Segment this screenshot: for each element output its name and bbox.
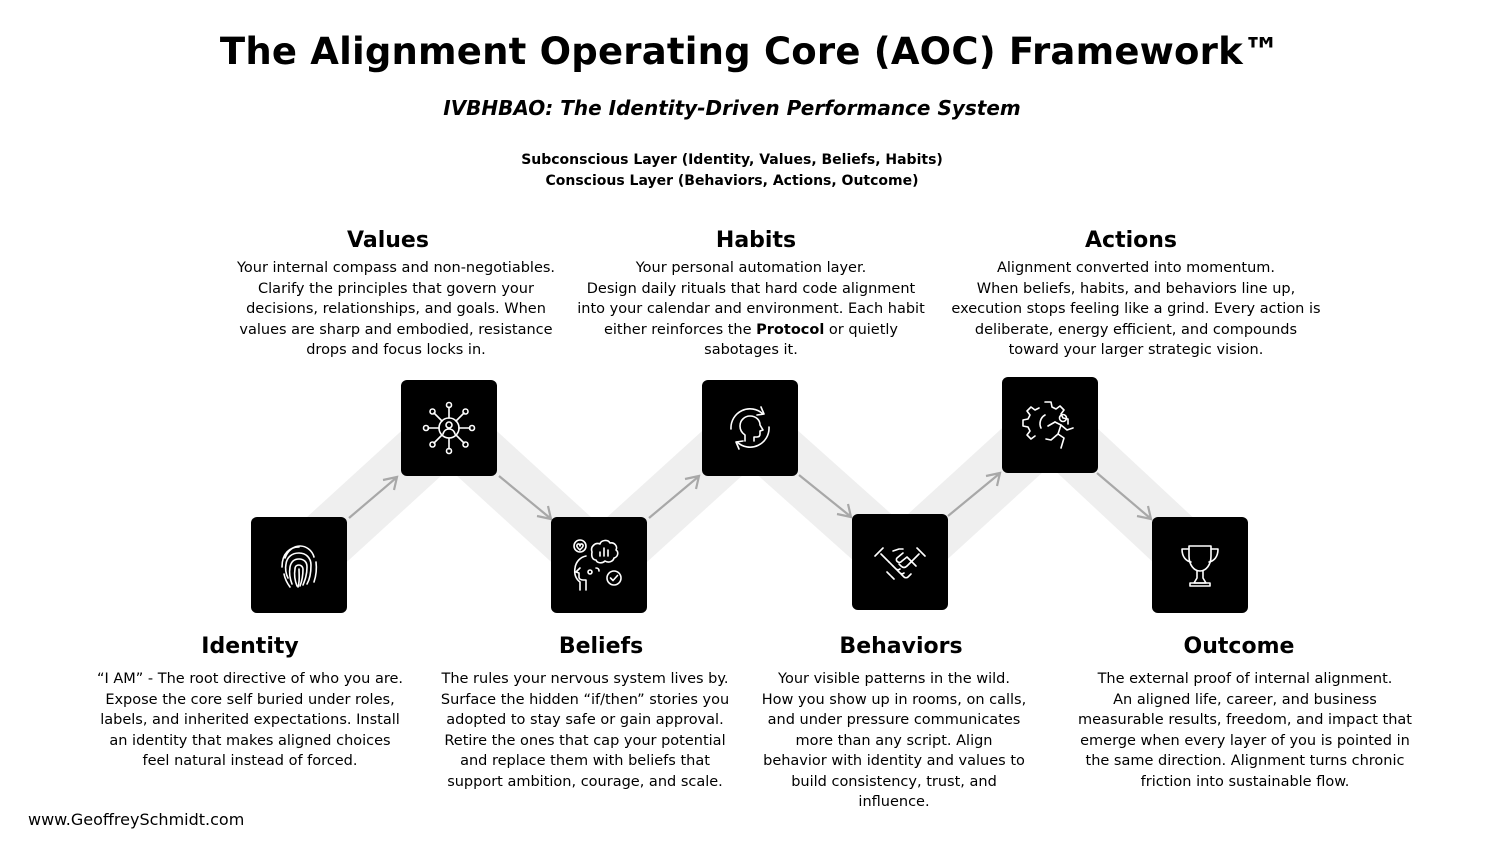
page-subtitle: IVBHBAO: The Identity-Driven Performance… bbox=[443, 96, 1021, 120]
identity-title: Identity bbox=[201, 634, 299, 659]
outcome-desc-line: the same direction. Alignment turns chro… bbox=[1085, 753, 1405, 769]
identity-desc-line: feel natural instead of forced. bbox=[142, 753, 358, 769]
habits-line-tail: or quietly bbox=[824, 321, 899, 338]
arrow-behaviors-actions bbox=[947, 471, 1002, 517]
outcome-desc-line: measurable results, freedom, and impact … bbox=[1078, 712, 1412, 728]
flow-arrows bbox=[348, 471, 1153, 521]
outcome-icon-box bbox=[1152, 517, 1248, 613]
identity-desc-line: Expose the core self buried under roles, bbox=[105, 691, 395, 708]
values-desc-line: values are sharp and embodied, resistanc… bbox=[239, 321, 553, 338]
outcome-desc-line: An aligned life, career, and business bbox=[1113, 691, 1377, 708]
page-title: The Alignment Operating Core (AOC) Frame… bbox=[219, 30, 1281, 73]
values-icon-box bbox=[401, 380, 497, 476]
outcome-description: The external proof of internal alignment… bbox=[1055, 669, 1435, 792]
habits-icon-box bbox=[702, 380, 798, 476]
behaviors-desc-line: influence. bbox=[858, 794, 930, 810]
beliefs-description: The rules your nervous system lives by. … bbox=[395, 669, 775, 792]
beliefs-desc-line: and replace them with beliefs that bbox=[460, 753, 710, 769]
habits-description: Your personal automation layer. Design d… bbox=[551, 258, 951, 361]
beliefs-desc-line: The rules your nervous system lives by. bbox=[441, 671, 729, 687]
habits-desc-line: sabotages it. bbox=[704, 342, 798, 358]
values-description: Your internal compass and non-negotiable… bbox=[206, 258, 586, 361]
arrow-identity-values bbox=[348, 475, 399, 519]
outcome-desc-line: The external proof of internal alignment… bbox=[1097, 671, 1393, 687]
beliefs-title: Beliefs bbox=[558, 634, 644, 659]
habits-desc-line: Your personal automation layer. bbox=[635, 260, 867, 276]
gear-runner-icon bbox=[1022, 401, 1074, 449]
actions-desc-line: Alignment converted into momentum. bbox=[996, 260, 1276, 276]
arrow-actions-outcome bbox=[1096, 472, 1153, 521]
actions-desc-line: deliberate, energy efficient, and compou… bbox=[974, 321, 1298, 338]
outcome-desc-line: friction into sustainable flow. bbox=[1140, 773, 1350, 790]
beliefs-icon-box bbox=[551, 517, 647, 613]
identity-description: “I AM” - The root directive of who you a… bbox=[60, 669, 440, 772]
behaviors-desc-line: more than any script. Align bbox=[795, 732, 993, 749]
head-cycle-icon bbox=[730, 406, 770, 450]
actions-desc-line: When beliefs, habits, and behaviors line… bbox=[976, 280, 1296, 297]
subconscious-layer-label: Subconscious Layer (Identity, Values, Be… bbox=[521, 152, 943, 168]
behaviors-desc-line: build consistency, trust, and bbox=[791, 773, 997, 790]
beliefs-desc-line: adopted to stay safe or gain approval. bbox=[446, 712, 724, 728]
beliefs-desc-line: support ambition, courage, and scale. bbox=[447, 773, 723, 790]
habits-title: Habits bbox=[715, 228, 797, 253]
actions-icon-box bbox=[1002, 377, 1098, 473]
identity-desc-line: “I AM” - The root directive of who you a… bbox=[96, 671, 404, 687]
network-person-icon bbox=[422, 401, 476, 455]
layer-legend: Subconscious Layer (Identity, Values, Be… bbox=[0, 150, 1464, 192]
handshake-icon bbox=[874, 547, 926, 580]
conscious-layer-label: Conscious Layer (Behaviors, Actions, Out… bbox=[545, 173, 919, 189]
identity-desc-line: labels, and inherited expectations. Inst… bbox=[100, 712, 400, 728]
behaviors-title: Behaviors bbox=[839, 634, 963, 659]
behaviors-description: Your visible patterns in the wild. How y… bbox=[704, 669, 1084, 813]
actions-title: Actions bbox=[1085, 228, 1177, 253]
trophy-icon bbox=[1181, 545, 1219, 587]
fingerprint-icon bbox=[281, 545, 318, 588]
actions-desc-line: toward your larger strategic vision. bbox=[1008, 342, 1264, 358]
values-title: Values bbox=[347, 228, 429, 253]
arrow-habits-behaviors bbox=[798, 474, 853, 519]
actions-desc-line: execution stops feeling like a grind. Ev… bbox=[951, 301, 1321, 317]
actions-description: Alignment converted into momentum. When … bbox=[926, 258, 1346, 361]
outcome-title: Outcome bbox=[1183, 634, 1295, 659]
values-desc-line: Your internal compass and non-negotiable… bbox=[236, 260, 556, 276]
values-desc-line: Clarify the principles that govern your bbox=[258, 280, 534, 297]
behaviors-icon-box bbox=[852, 514, 948, 610]
head-thoughts-icon bbox=[573, 539, 622, 591]
behaviors-desc-line: and under pressure communicates bbox=[767, 712, 1021, 728]
website-link[interactable]: www.GeoffreySchmidt.com bbox=[28, 810, 245, 829]
beliefs-desc-line: Surface the hidden “if/then” stories you bbox=[440, 691, 730, 708]
habits-desc-line: Design daily rituals that hard code alig… bbox=[586, 280, 916, 297]
behaviors-desc-line: Your visible patterns in the wild. bbox=[778, 671, 1010, 687]
arrow-beliefs-habits bbox=[648, 474, 701, 519]
identity-icon-box bbox=[251, 517, 347, 613]
habits-line-start: either reinforces the bbox=[603, 321, 757, 338]
values-desc-line: drops and focus locks in. bbox=[306, 342, 486, 358]
beliefs-desc-line: Retire the ones that cap your potential bbox=[444, 732, 726, 749]
protocol-emphasis: Protocol bbox=[756, 321, 825, 338]
values-desc-line: decisions, relationships, and goals. Whe… bbox=[246, 301, 546, 317]
outcome-desc-line: emerge when every layer of you is pointe… bbox=[1080, 732, 1410, 749]
habits-desc-line: into your calendar and environment. Each… bbox=[577, 301, 925, 317]
habits-desc-line: either reinforces the Protocol or quietl… bbox=[551, 320, 951, 341]
behaviors-desc-line: behavior with identity and values to bbox=[763, 753, 1025, 769]
identity-desc-line: an identity that makes aligned choices bbox=[109, 732, 391, 749]
behaviors-desc-line: How you show up in rooms, on calls, bbox=[761, 691, 1027, 708]
